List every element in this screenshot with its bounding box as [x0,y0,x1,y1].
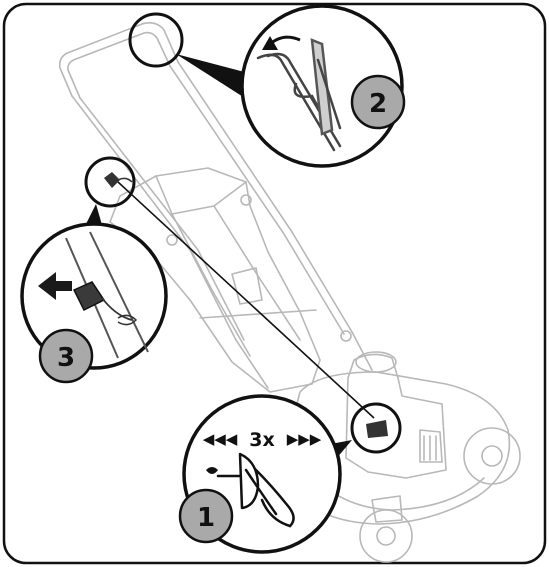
brake-lever-detail [293,82,326,120]
engine-fins [419,429,443,463]
callout-step-3: 3 [20,156,168,384]
spark-plug-mini [104,172,120,188]
cord-knot-icon [206,467,218,474]
step-number-3: 3 [57,343,75,373]
handle-right-rail [177,61,353,333]
rear-wheel [359,509,413,563]
engine-housing [345,353,447,479]
rotate-arrow-head [262,36,278,50]
handle-top-bar-inner [67,31,171,99]
wheel-height-adjuster [371,495,403,523]
handle-right-rail-inner [169,65,345,335]
starter-rope [117,181,375,419]
handle-left-rail [71,95,237,341]
bag-handle [231,267,263,305]
handle-lower-left [235,339,269,389]
spark-plug-wire [101,297,133,321]
hand-finger [254,468,295,528]
step-badge-3 [38,328,94,384]
callout-step-1: ◀◀◀ 3x ▶▶▶ 1 [178,394,402,554]
step-number-1: 1 [197,503,215,533]
repeat-count: 3x [249,429,274,451]
front-wheel [463,427,521,485]
step-badge-1 [178,488,234,544]
callout-step-2: 2 [128,4,406,168]
handle-left-rail-inner [79,97,245,341]
fuel-cap [355,351,397,373]
left-arrows: ◀◀◀ [203,430,238,448]
pull-direction-arrow-icon [38,272,72,300]
lawn-mower-illustration [58,22,521,563]
handle-top-bar [58,22,179,97]
focus-ring-spark-plug [84,156,136,208]
bag-top-edge [155,175,247,215]
focus-ring-brake-lever [128,12,184,68]
handle-lower-right [351,331,373,371]
grass-catcher-bag [109,167,321,393]
step-badge-2 [350,74,406,130]
right-arrows: ▶▶▶ [287,430,322,448]
handle-bolt [240,194,252,206]
callout-pointer-2 [176,54,252,100]
starter-handle-mini [366,420,388,438]
focus-ring-starter [350,402,402,454]
bag-seam [171,213,251,357]
brake-bar [310,38,334,136]
step-number-2: 2 [369,89,387,119]
handle-crossbar [199,309,317,319]
